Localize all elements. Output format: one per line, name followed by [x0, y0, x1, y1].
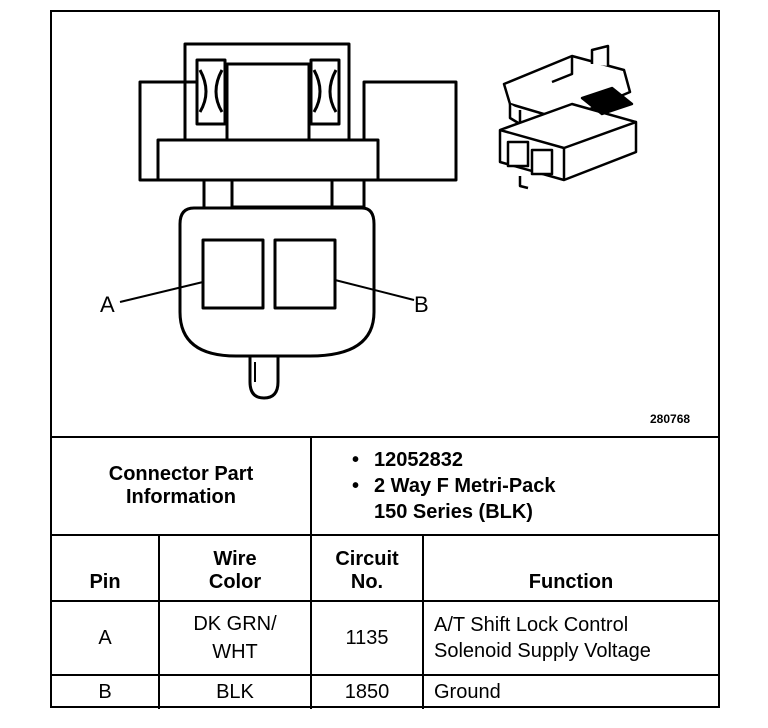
row-a-pin: A: [52, 600, 160, 676]
connector-info-values: •12052832 •2 Way F Metri-Pack 150 Series…: [309, 436, 719, 536]
latch-recess: [225, 62, 311, 142]
header-pin: Pin: [52, 534, 160, 602]
table-row: B BLK 1850 Ground: [52, 674, 719, 709]
row-a-function: A/T Shift Lock Control Solenoid Supply V…: [421, 600, 719, 676]
locating-peg: [248, 356, 280, 400]
row-a-wire: DK GRN/ WHT: [158, 600, 312, 676]
pin-label-a: A: [100, 292, 115, 317]
connector-info-label: Connector Part Information: [52, 436, 312, 536]
latch-lug-left: [195, 58, 227, 126]
connector-perspective-view: [498, 44, 638, 190]
connector-table: Connector Part Information •12052832 •2 …: [52, 436, 719, 709]
row-b-pin: B: [52, 674, 160, 709]
row-b-wire: BLK: [158, 674, 312, 709]
header-circuit: Circuit No.: [310, 534, 424, 602]
header-wire-color: Wire Color: [158, 534, 312, 602]
figure-id: 280768: [650, 412, 691, 426]
connector-info-row: Connector Part Information •12052832 •2 …: [52, 436, 719, 536]
connector-housing: [178, 206, 376, 358]
leader-line-b: [334, 279, 415, 301]
leader-line-a: [119, 281, 204, 303]
connector-drawing: [119, 42, 638, 400]
connector-description: 2 Way F Metri-Pack: [374, 475, 556, 497]
row-b-function: Ground: [421, 674, 719, 709]
part-number: 12052832: [374, 449, 463, 471]
connector-diagram: A B 280768: [52, 12, 718, 436]
cavity-b: [273, 238, 337, 310]
table-row: A DK GRN/ WHT 1135 A/T Shift Lock Contro…: [52, 600, 719, 676]
table-header-row: Pin Wire Color Circuit No. Function: [52, 534, 719, 602]
connector-sheet: A B 280768 Connector Part Information •1…: [50, 10, 720, 709]
pin-label-b: B: [414, 292, 429, 317]
row-a-circuit: 1135: [310, 600, 424, 676]
connector-neck: [202, 180, 334, 208]
cavity-a: [201, 238, 265, 310]
latch-crossbar: [156, 138, 380, 182]
header-function: Function: [421, 534, 719, 602]
latch-lug-right: [309, 58, 341, 126]
row-b-circuit: 1850: [310, 674, 424, 709]
